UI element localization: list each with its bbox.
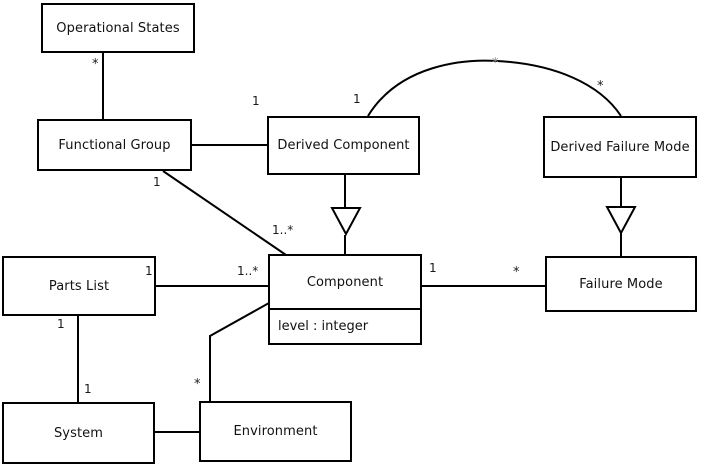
- class-name-system: System: [53, 425, 104, 441]
- uml-class-functional-group[interactable]: Functional Group: [37, 119, 192, 171]
- edge-derivedfailuremode-failuremode-generalization: [605, 178, 637, 256]
- multiplicity-label-m-dc-arc: 1: [353, 92, 361, 106]
- edge-functionalgroup-component: [162, 170, 287, 256]
- class-name-operational-states: Operational States: [56, 20, 180, 36]
- class-name-derived-failure-mode: Derived Failure Mode: [550, 139, 690, 155]
- class-name-parts-list: Parts List: [48, 278, 110, 294]
- multiplicity-label-m-environment-top: *: [194, 377, 201, 392]
- uml-class-operational-states[interactable]: Operational States: [41, 3, 195, 53]
- multiplicity-label-m-opstates-fg: *: [92, 57, 99, 72]
- uml-class-component[interactable]: Component level : integer: [268, 254, 422, 345]
- class-name-environment: Environment: [233, 424, 318, 439]
- uml-class-derived-component[interactable]: Derived Component: [267, 116, 420, 175]
- uml-class-environment[interactable]: Environment: [199, 401, 352, 462]
- multiplicity-label-m-system-top: 1: [84, 382, 92, 396]
- class-attributes-component: level : integer: [270, 308, 420, 343]
- edge-environment-component: [209, 302, 270, 401]
- class-name-component: Component: [306, 274, 384, 290]
- class-name-functional-group: Functional Group: [58, 137, 171, 153]
- uml-class-parts-list[interactable]: Parts List: [2, 256, 156, 316]
- edge-environment-component-line: [209, 302, 270, 401]
- multiplicity-label-m-partslist-right: 1: [145, 264, 153, 278]
- multiplicity-label-m-partslist-bottom: 1: [57, 317, 65, 331]
- uml-class-system[interactable]: System: [2, 402, 155, 464]
- multiplicity-label-m-dfm-arc: *: [597, 79, 604, 94]
- multiplicity-label-m-component-right: 1: [429, 261, 437, 275]
- multiplicity-label-m-fg-dc-left: 1: [252, 94, 260, 108]
- uml-class-failure-mode[interactable]: Failure Mode: [545, 256, 697, 312]
- multiplicity-label-m-arc-apex: *: [492, 56, 499, 71]
- class-attribute-row: level : integer: [278, 319, 369, 334]
- multiplicity-label-m-fg-component: 1: [153, 175, 161, 189]
- class-name-derived-component: Derived Component: [277, 138, 410, 153]
- class-name-failure-mode: Failure Mode: [579, 276, 663, 292]
- edge-derivedcomponent-component-generalization: [330, 175, 362, 254]
- uml-class-derived-failure-mode[interactable]: Derived Failure Mode: [543, 116, 697, 178]
- multiplicity-label-m-fg-comp-far: 1..*: [272, 223, 294, 237]
- multiplicity-label-m-component-left: 1..*: [237, 264, 259, 278]
- multiplicity-label-m-failuremode-left: *: [513, 265, 520, 280]
- edge-derivedfailuremode-failuremode-generalization-generalization-arrow-icon: [605, 206, 637, 236]
- edge-derivedcomponent-component-generalization-generalization-arrow-icon: [330, 207, 362, 237]
- edge-functionalgroup-component-line: [162, 170, 287, 256]
